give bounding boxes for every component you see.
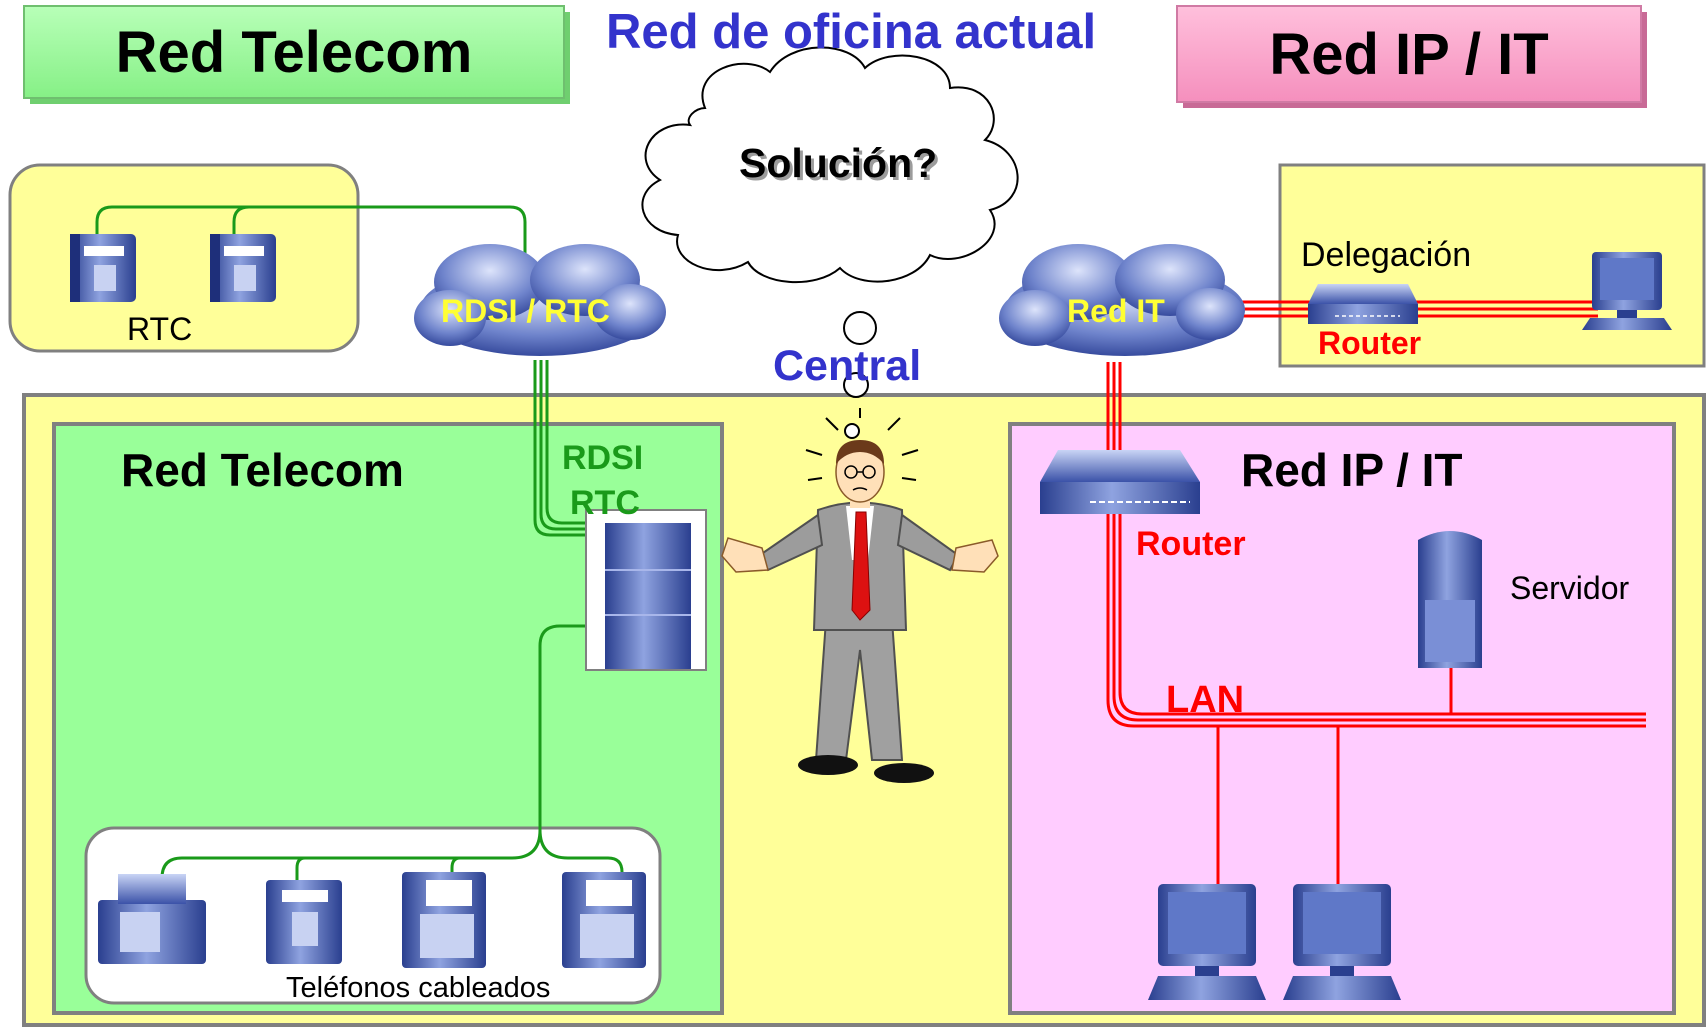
ip-title: Red IP / IT xyxy=(1241,444,1463,496)
system-phone-2-icon xyxy=(562,872,646,968)
desk-phone-icon xyxy=(266,880,342,964)
thought-question: Solución? xyxy=(739,140,938,186)
thought-cloud xyxy=(641,46,1019,439)
pbx-label-rdsi: RDSI xyxy=(562,439,644,477)
header-right-box xyxy=(1176,5,1647,108)
lan-router-icon xyxy=(1040,450,1200,514)
system-phone-1-icon xyxy=(402,872,486,968)
branch-pc-icon xyxy=(1582,252,1672,330)
cloud-rdsi-rtc xyxy=(414,244,666,356)
cloud-red-it xyxy=(999,244,1245,356)
header-left-box xyxy=(23,5,570,104)
server-label: Servidor xyxy=(1510,570,1630,606)
confused-man-illustration xyxy=(721,408,999,783)
cloud-rdsi-rtc-label: RDSI / RTC xyxy=(441,293,610,329)
lan-pc-2-icon xyxy=(1283,884,1401,1000)
ip-lines xyxy=(1106,300,1646,890)
pbx-label-rtc: RTC xyxy=(570,484,640,522)
branch-router-icon xyxy=(1308,284,1418,324)
header-right-title: Red IP / IT xyxy=(1269,21,1549,87)
lan-label: LAN xyxy=(1166,679,1245,721)
phones-label: Teléfonos cableados xyxy=(286,972,551,1004)
cloud-red-it-label: Red IT xyxy=(1067,293,1165,329)
header-center-title: Red de oficina actual xyxy=(606,5,1097,59)
rtc-box xyxy=(8,163,360,353)
telecom-title: Red Telecom xyxy=(121,444,404,496)
person-label: Central xyxy=(773,342,922,390)
branch-router-label: Router xyxy=(1318,325,1422,361)
pbx-icon xyxy=(585,509,707,671)
branch-title: Delegación xyxy=(1301,236,1472,274)
header-left-title: Red Telecom xyxy=(115,19,473,85)
rtc-phone-2-icon xyxy=(210,234,276,302)
fax-icon xyxy=(98,874,206,964)
lan-pc-1-icon xyxy=(1148,884,1266,1000)
lan-router-label: Router xyxy=(1136,525,1246,563)
server-icon xyxy=(1418,531,1482,668)
rtc-phone-1-icon xyxy=(70,234,136,302)
telecom-lines xyxy=(95,205,624,888)
rtc-label: RTC xyxy=(127,311,193,347)
phones-box xyxy=(84,826,662,1005)
